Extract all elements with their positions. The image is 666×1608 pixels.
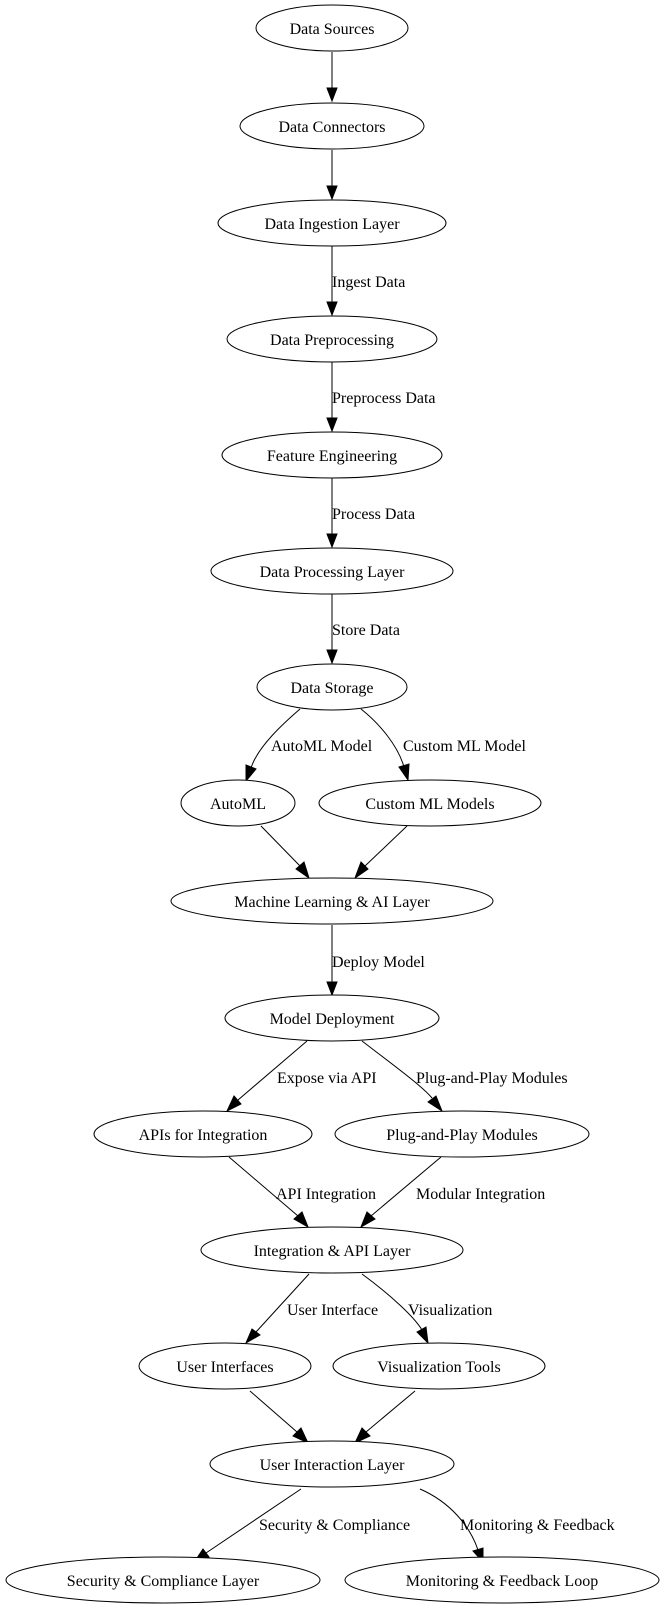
node-label-data-processing-layer: Data Processing Layer bbox=[260, 564, 406, 581]
node-label-monitoring-feedback-loop: Monitoring & Feedback Loop bbox=[406, 1573, 598, 1590]
node-data-storage: Data Storage bbox=[256, 663, 408, 711]
node-model-deployment: Model Deployment bbox=[224, 994, 440, 1042]
edge-user-interfaces-to-interaction-layer bbox=[249, 1390, 310, 1445]
edge-label-modular-integration: Modular Integration bbox=[416, 1186, 545, 1203]
edge-storage-to-custom-ml bbox=[360, 708, 410, 782]
node-label-user-interfaces: User Interfaces bbox=[176, 1359, 273, 1376]
node-label-user-interaction-layer: User Interaction Layer bbox=[260, 1457, 405, 1474]
node-label-data-connectors: Data Connectors bbox=[278, 119, 385, 136]
edge-label-visualization: Visualization bbox=[408, 1302, 492, 1319]
edge-feature-engineering-to-processing bbox=[326, 478, 338, 549]
edge-label-process-data: Process Data bbox=[332, 506, 415, 523]
node-label-plug-and-play-modules: Plug-and-Play Modules bbox=[386, 1127, 538, 1144]
node-label-integration-api-layer: Integration & API Layer bbox=[254, 1243, 412, 1260]
node-user-interaction-layer: User Interaction Layer bbox=[209, 1440, 455, 1488]
node-data-sources: Data Sources bbox=[255, 4, 409, 52]
edge-connectors-to-ingestion bbox=[326, 150, 338, 201]
edge-label-automl-model: AutoML Model bbox=[271, 738, 373, 755]
edge-ml-ai-layer-to-deployment bbox=[326, 925, 338, 997]
node-apis-for-integration: APIs for Integration bbox=[93, 1110, 313, 1158]
edge-ingestion-to-preprocessing bbox=[326, 246, 338, 317]
edge-label-api-integration: API Integration bbox=[276, 1186, 376, 1203]
edge-preprocessing-to-feature-engineering bbox=[326, 362, 338, 433]
node-label-automl: AutoML bbox=[210, 796, 266, 813]
edge-plug-and-play-to-integration-layer bbox=[360, 1156, 442, 1229]
edge-sources-to-connectors bbox=[326, 52, 338, 103]
node-label-security-compliance-layer: Security & Compliance Layer bbox=[67, 1573, 260, 1590]
node-monitoring-feedback-loop: Monitoring & Feedback Loop bbox=[344, 1556, 660, 1604]
node-automl: AutoML bbox=[180, 779, 296, 827]
edge-visualization-tools-to-interaction-layer bbox=[353, 1390, 416, 1445]
edge-deployment-to-apis bbox=[225, 1040, 308, 1113]
node-data-ingestion-layer: Data Ingestion Layer bbox=[217, 199, 447, 247]
edge-processing-to-storage bbox=[326, 594, 338, 665]
node-label-model-deployment: Model Deployment bbox=[270, 1011, 395, 1028]
node-label-data-storage: Data Storage bbox=[290, 680, 373, 697]
edge-storage-to-automl bbox=[245, 708, 301, 783]
node-label-visualization-tools: Visualization Tools bbox=[377, 1359, 500, 1376]
edge-label-monitoring-feedback: Monitoring & Feedback bbox=[460, 1517, 615, 1534]
node-data-preprocessing: Data Preprocessing bbox=[226, 315, 438, 363]
edge-automl-to-ml-ai-layer bbox=[260, 825, 310, 880]
node-data-connectors: Data Connectors bbox=[239, 102, 425, 150]
node-visualization-tools: Visualization Tools bbox=[332, 1342, 546, 1390]
node-label-feature-engineering: Feature Engineering bbox=[267, 448, 397, 465]
node-label-data-preprocessing: Data Preprocessing bbox=[270, 332, 394, 349]
node-feature-engineering: Feature Engineering bbox=[221, 431, 443, 479]
edge-label-store-data: Store Data bbox=[332, 622, 400, 639]
edge-integration-layer-to-user-interfaces bbox=[244, 1273, 310, 1345]
node-custom-ml-models: Custom ML Models bbox=[318, 779, 542, 827]
edge-label-security-compliance: Security & Compliance bbox=[259, 1517, 410, 1534]
node-data-processing-layer: Data Processing Layer bbox=[210, 547, 454, 595]
node-label-data-ingestion-layer: Data Ingestion Layer bbox=[264, 216, 400, 233]
node-label-apis-for-integration: APIs for Integration bbox=[139, 1127, 268, 1144]
node-plug-and-play-modules: Plug-and-Play Modules bbox=[334, 1110, 590, 1158]
edge-label-plug-and-play-modules: Plug-and-Play Modules bbox=[416, 1070, 568, 1087]
edge-label-ingest-data: Ingest Data bbox=[332, 274, 405, 291]
node-security-compliance-layer: Security & Compliance Layer bbox=[5, 1556, 321, 1604]
node-label-ml-ai-layer: Machine Learning & AI Layer bbox=[234, 894, 430, 911]
edge-custom-ml-to-ml-ai-layer bbox=[353, 825, 408, 880]
edge-label-user-interface: User Interface bbox=[287, 1302, 378, 1319]
edge-label-preprocess-data: Preprocess Data bbox=[332, 390, 436, 407]
edge-label-expose-via-api: Expose via API bbox=[277, 1070, 377, 1087]
edge-label-custom-ml-model: Custom ML Model bbox=[403, 738, 527, 755]
edge-integration-layer-to-visualization-tools bbox=[361, 1273, 429, 1345]
edge-apis-to-integration-layer bbox=[228, 1156, 309, 1229]
node-integration-api-layer: Integration & API Layer bbox=[200, 1226, 464, 1274]
node-ml-ai-layer: Machine Learning & AI Layer bbox=[170, 877, 494, 925]
edge-label-deploy-model: Deploy Model bbox=[332, 954, 425, 971]
node-label-data-sources: Data Sources bbox=[290, 21, 375, 38]
node-label-custom-ml-models: Custom ML Models bbox=[365, 796, 494, 813]
node-user-interfaces: User Interfaces bbox=[138, 1342, 312, 1390]
edge-deployment-to-plug-and-play bbox=[361, 1040, 444, 1113]
